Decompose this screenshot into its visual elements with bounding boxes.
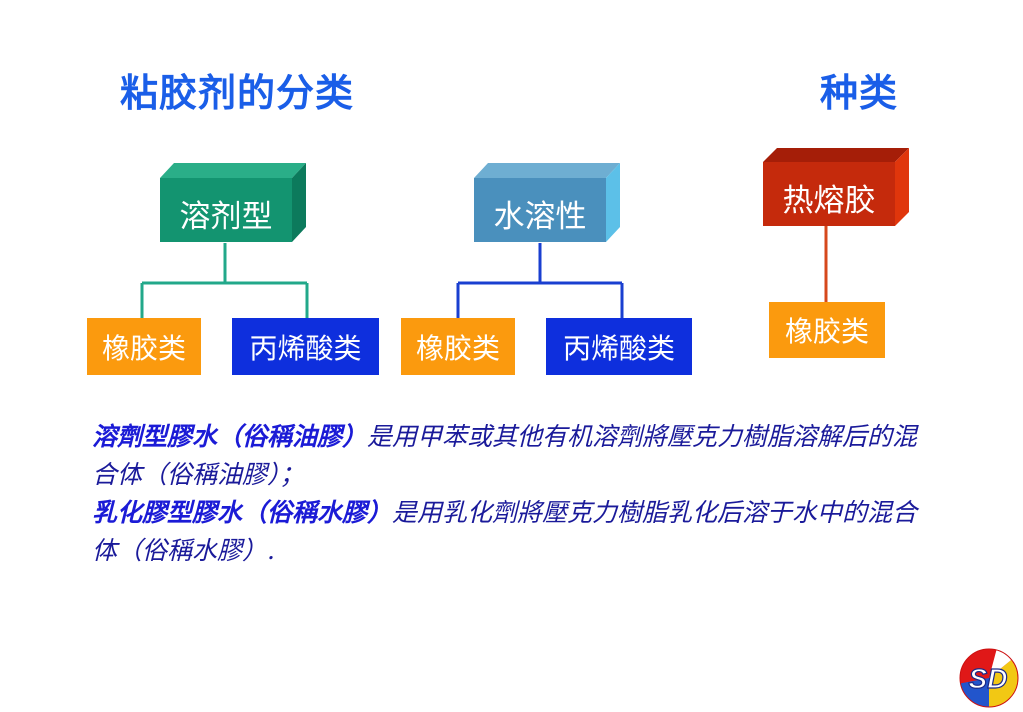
description-solvent: 溶劑型膠水（俗稱油膠）是用甲苯或其他有机溶劑將壓克力樹脂溶解后的混合体（俗稱油膠… — [92, 418, 922, 494]
category-box-hotmelt: 热熔胶 — [763, 148, 909, 228]
logo-text: SD — [969, 663, 1008, 694]
water-connectors — [456, 243, 624, 318]
category-box-water: 水溶性 — [474, 163, 620, 244]
leaf-water-rubber: 橡胶类 — [401, 318, 515, 375]
category-box-solvent: 溶剂型 — [160, 163, 306, 244]
leaf-hotmelt-rubber: 橡胶类 — [769, 302, 885, 358]
description-paragraph: 溶劑型膠水（俗稱油膠）是用甲苯或其他有机溶劑將壓克力樹脂溶解后的混合体（俗稱油膠… — [92, 418, 922, 570]
solvent-connectors — [140, 243, 309, 318]
category-label-solvent: 溶剂型 — [179, 199, 273, 235]
description-emulsion-term: 乳化膠型膠水（俗稱水膠） — [92, 498, 393, 527]
leaf-solvent-acrylic: 丙烯酸类 — [232, 318, 379, 375]
description-emulsion: 乳化膠型膠水（俗稱水膠）是用乳化劑將壓克力樹脂乳化后溶于水中的混合体（俗稱水膠）… — [92, 494, 922, 570]
description-emulsion-text: 是用乳化劑將壓克力樹脂乳化后溶于水中的混合体（俗稱水膠）. — [92, 498, 918, 565]
description-solvent-text: 是用甲苯或其他有机溶劑將壓克力樹脂溶解后的混合体（俗稱油膠）； — [92, 422, 918, 489]
page-title: 粘胶剂的分类 — [120, 71, 355, 115]
category-label-hotmelt: 热熔胶 — [782, 183, 876, 219]
leaf-solvent-rubber: 橡胶类 — [87, 318, 201, 375]
section-title: 种类 — [820, 71, 899, 115]
leaf-water-acrylic: 丙烯酸类 — [546, 318, 692, 375]
description-solvent-term: 溶劑型膠水（俗稱油膠） — [92, 422, 368, 451]
category-label-water: 水溶性 — [493, 199, 587, 235]
sd-logo: SD — [957, 648, 1021, 708]
